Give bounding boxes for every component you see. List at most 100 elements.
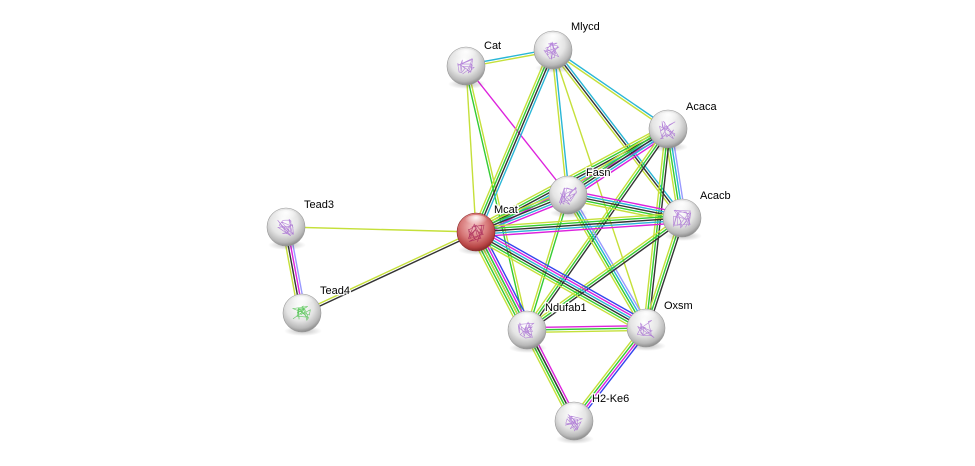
edge-evidence-cyan: [553, 49, 570, 195]
node-label: Tead4: [320, 285, 350, 297]
node-highlight: [556, 178, 580, 192]
edge-evidence-green: [645, 128, 669, 329]
edge-evidence-green: [566, 195, 646, 329]
node-oxsm[interactable]: Oxsm: [626, 299, 694, 351]
protein-structure-icon: [558, 186, 577, 205]
node-highlight: [454, 49, 478, 63]
edge-evidence-blue: [478, 226, 650, 324]
edge-evidence-cyan: [476, 230, 647, 328]
edge-evidence-magenta: [526, 324, 646, 329]
node-highlight: [464, 215, 488, 229]
edge-evidence-black: [567, 128, 669, 196]
edge-evidence-yellow: [527, 329, 647, 334]
edge-evidence-yellow: [551, 50, 668, 131]
node-highlight: [541, 33, 565, 47]
edge-acacb-ndufab1[interactable]: [525, 215, 684, 333]
node-acaca[interactable]: Acaca: [648, 100, 719, 152]
edge-evidence-green: [526, 217, 683, 331]
node-highlight: [515, 313, 539, 327]
edge-cat-ndufab1[interactable]: [464, 65, 529, 331]
node-tead4[interactable]: Tead4: [282, 284, 351, 336]
node-fasn[interactable]: Fasn: [548, 166, 612, 218]
edge-evidence-black: [528, 129, 671, 332]
node-label: Tead3: [304, 199, 334, 211]
node-label: H2-Ke6: [592, 393, 629, 405]
node-highlight: [562, 404, 586, 418]
node-tead3[interactable]: Tead3: [266, 198, 335, 250]
node-label: Fasn: [586, 167, 610, 179]
edge-evidence-black: [475, 232, 646, 330]
node-mcat[interactable]: Mcat: [456, 203, 519, 255]
edge-evidence-black: [527, 219, 684, 333]
edge-cat-mcat[interactable]: [465, 65, 477, 233]
node-highlight: [290, 296, 314, 310]
node-highlight: [634, 311, 658, 325]
edge-evidence-yellow: [301, 230, 476, 313]
edge-evidence-yellow: [564, 196, 644, 331]
edge-evidence-black: [476, 50, 555, 233]
edge-evidence-green: [526, 128, 669, 331]
edge-evidence-green: [473, 234, 645, 332]
edge-evidence-black: [475, 217, 683, 233]
node-acacb[interactable]: Acacb: [662, 189, 732, 241]
edge-mlycd-oxsm[interactable]: [552, 49, 647, 329]
edge-evidence-yellow: [285, 226, 477, 233]
edge-mcat-tead4[interactable]: [301, 230, 477, 315]
edge-mlycd-fasn[interactable]: [551, 49, 570, 196]
edge-evidence-cyan: [553, 48, 670, 129]
edge-mlycd-mcat[interactable]: [472, 48, 557, 234]
protein-structure-icon: [457, 58, 475, 75]
node-mlycd[interactable]: Mlycd: [533, 20, 601, 73]
edge-evidence-magenta: [476, 222, 683, 238]
edge-evidence-green: [526, 327, 647, 331]
edge-evidence-yellow: [465, 65, 477, 233]
edge-evidence-yellow: [475, 212, 682, 228]
node-label: Acaca: [686, 101, 717, 113]
edge-mcat-oxsm[interactable]: [472, 226, 650, 334]
edge-evidence-green: [474, 49, 553, 232]
node-ndufab1[interactable]: Ndufab1: [507, 301, 588, 353]
edge-evidence-yellow: [642, 128, 667, 328]
edge-evidence-cyan: [554, 48, 685, 217]
edge-evidence-yellow: [551, 50, 568, 196]
edge-evidence-cyan: [568, 130, 670, 198]
edge-evidence-green: [475, 214, 682, 231]
node-label: Oxsm: [664, 300, 693, 312]
edge-mcat-tead3[interactable]: [285, 226, 477, 233]
edge-evidence-green: [566, 126, 668, 194]
edge-evidence-yellow: [552, 49, 647, 329]
edge-evidence-yellow: [525, 215, 682, 329]
edge-evidence-magenta: [477, 228, 649, 326]
node-label: Acacb: [700, 190, 731, 202]
edge-evidence-yellow: [472, 48, 551, 231]
edge-evidence-yellow: [472, 236, 644, 334]
edge-evidence-blue: [480, 228, 533, 328]
node-cat[interactable]: Cat: [446, 39, 502, 89]
edge-evidence-yellow: [564, 124, 666, 192]
node-label: Cat: [484, 40, 501, 52]
edge-evidence-black: [647, 129, 672, 329]
edge-evidence-green: [464, 66, 527, 331]
node-h2-ke6[interactable]: H2-Ke6: [554, 392, 631, 444]
node-highlight: [274, 210, 298, 224]
edge-mlycd-acaca[interactable]: [551, 48, 670, 131]
edge-evidence-cyan: [476, 219, 683, 236]
protein-structure-icon: [564, 414, 584, 432]
node-highlight: [656, 112, 680, 126]
node-label: Ndufab1: [545, 302, 587, 314]
edge-evidence-black: [552, 49, 683, 219]
edge-acacb-mcat[interactable]: [475, 212, 683, 238]
edge-evidence-yellow: [466, 65, 529, 330]
edge-evidence-yellow: [570, 325, 644, 420]
node-label: Mlycd: [571, 21, 600, 33]
edge-evidence-green: [527, 195, 570, 331]
edge-ndufab1-oxsm[interactable]: [526, 324, 647, 334]
node-label: Mcat: [494, 204, 518, 216]
protein-structure-icon: [636, 320, 655, 338]
protein-structure-icon: [277, 218, 295, 237]
edge-evidence-cyan: [478, 51, 557, 234]
edge-acaca-oxsm[interactable]: [642, 128, 672, 329]
node-highlight: [670, 201, 694, 215]
